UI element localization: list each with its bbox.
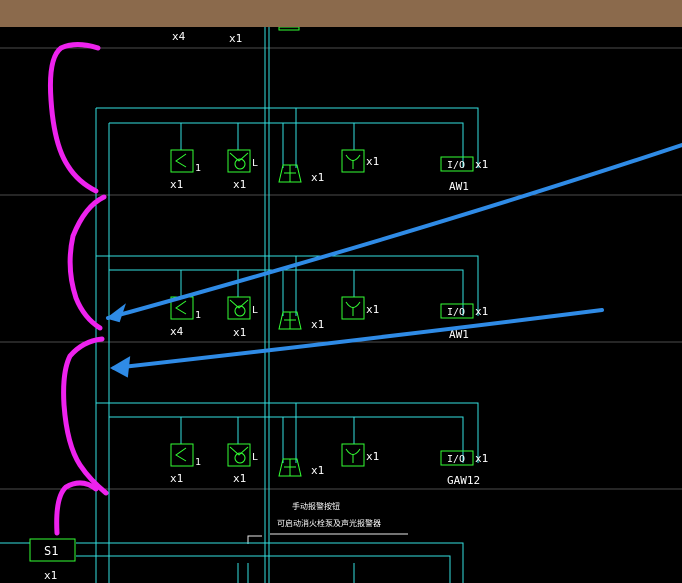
alarm-horn-icon[interactable]: [278, 458, 302, 477]
floor-gridlines: [0, 47, 682, 490]
io-module-tag: GAW12: [447, 474, 480, 487]
arrowhead-icon: [109, 356, 131, 378]
speaker-icon[interactable]: [341, 149, 365, 173]
heat-sub-label: L: [252, 158, 258, 169]
speaker-count: x1: [366, 450, 379, 463]
cad-drawing-canvas[interactable]: x4 x1 1 x1 L x1 x1: [0, 27, 682, 583]
smoke-sub-label: 1: [195, 163, 201, 174]
heat-count: x1: [233, 472, 246, 485]
io-module-label: I/O: [447, 160, 465, 171]
bottom-wiring: [0, 542, 464, 583]
alarm-horn-icon[interactable]: [278, 164, 302, 183]
io-module-icon[interactable]: I/O: [440, 450, 474, 466]
smoke-count: x4: [170, 325, 184, 338]
alarm-count: x1: [311, 171, 324, 184]
top-label-right: x1: [229, 32, 242, 45]
s1-box[interactable]: S1: [29, 538, 76, 562]
io-module-icon[interactable]: I/O: [440, 156, 474, 172]
s1-count: x1: [44, 569, 57, 582]
io-module-tag: AW1: [449, 328, 469, 341]
magenta-brackets: [48, 42, 109, 536]
speaker-icon[interactable]: [341, 443, 365, 467]
io-module-count: x1: [475, 158, 488, 171]
smoke-count: x1: [170, 178, 183, 191]
speaker-count: x1: [366, 303, 379, 316]
alarm-horn-icon[interactable]: [278, 311, 302, 330]
heat-sub-label: L: [252, 305, 258, 316]
io-module-tag: AW1: [449, 180, 469, 193]
floor-block-2: 1 x4 L x1 x1 x1 I/O x1 AW1: [96, 255, 488, 341]
heat-count: x1: [233, 326, 246, 339]
floor-block-1: 1 x1 L x1 x1 x1 I/O x1 AW1: [96, 107, 488, 193]
alarm-count: x1: [311, 464, 324, 477]
heat-detector-icon[interactable]: [227, 149, 251, 173]
floor-block-3: 1 x1 L x1 x1 x1 I/O x1 GAW12: [96, 402, 488, 487]
smoke-detector-icon[interactable]: [170, 149, 194, 173]
top-partial-device: [278, 27, 300, 31]
smoke-sub-label: 1: [195, 310, 201, 321]
io-module-label: I/O: [447, 454, 465, 465]
annotation-notes: 手动报警按钮 可启动消火栓泵及声光报警器: [247, 501, 408, 544]
heat-detector-icon[interactable]: [227, 296, 251, 320]
io-module-label: I/O: [447, 307, 465, 318]
io-module-count: x1: [475, 452, 488, 465]
smoke-detector-icon[interactable]: [170, 443, 194, 467]
s1-label: S1: [44, 544, 58, 558]
io-module-icon[interactable]: I/O: [440, 303, 474, 319]
note-line-1: 手动报警按钮: [292, 501, 340, 511]
riser-wires: [95, 27, 270, 583]
heat-detector-icon[interactable]: [227, 443, 251, 467]
blue-arrows: [105, 143, 682, 378]
arrowhead-icon: [105, 303, 126, 323]
speaker-icon[interactable]: [341, 296, 365, 320]
speaker-count: x1: [366, 155, 379, 168]
window-titlebar: [0, 0, 682, 27]
heat-sub-label: L: [252, 452, 258, 463]
smoke-sub-label: 1: [195, 457, 201, 468]
top-label-left: x4: [172, 30, 186, 43]
alarm-count: x1: [311, 318, 324, 331]
heat-count: x1: [233, 178, 246, 191]
smoke-count: x1: [170, 472, 183, 485]
io-module-count: x1: [475, 305, 488, 318]
note-line-2: 可启动消火栓泵及声光报警器: [277, 518, 381, 528]
